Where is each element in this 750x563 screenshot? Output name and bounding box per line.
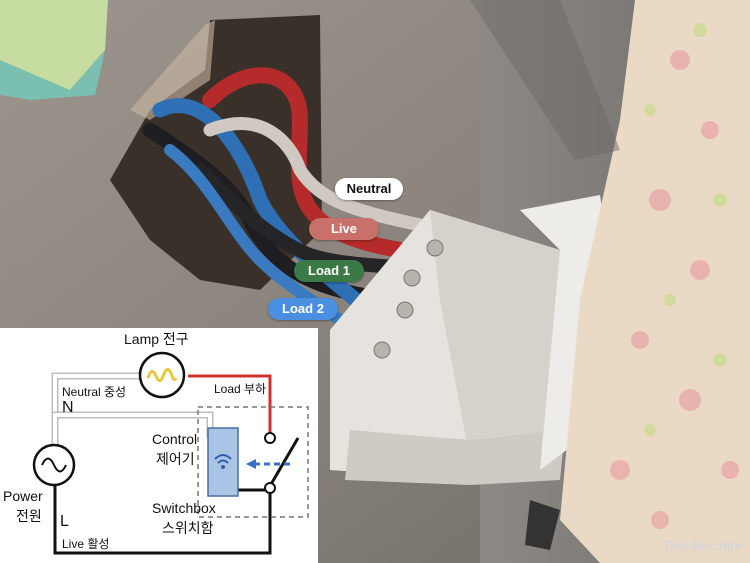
power-source-icon <box>32 443 76 487</box>
switchbox-label-en: Switchbox <box>152 500 216 516</box>
switchbox-outline <box>197 406 309 518</box>
control-label-ko: 제어기 <box>156 451 195 467</box>
power-label-ko: 전원 <box>16 508 42 524</box>
sticky-note <box>0 0 108 90</box>
wiring-diagram: Lamp 전구 Neutral 중성 N Load 부하 Control 제어기… <box>0 328 318 563</box>
load1-label: Load 1 <box>294 260 364 282</box>
lamp-icon <box>138 351 186 399</box>
load2-label: Load 2 <box>268 298 338 320</box>
lamp-label: Lamp 전구 <box>124 331 189 347</box>
live-diagram-label: Live 활성 <box>62 537 110 551</box>
neutral-label: Neutral <box>335 178 403 200</box>
diagram-lines <box>32 351 309 555</box>
load-label: Load 부하 <box>214 382 267 396</box>
l-label: L <box>60 513 69 530</box>
neutral-diagram-label: Neutral 중성 <box>62 385 127 399</box>
watermark: Tool-Box.info <box>662 539 742 553</box>
control-label-en: Control <box>152 431 198 447</box>
control-box <box>207 427 239 497</box>
switchbox-label-ko: 스위치함 <box>162 520 214 536</box>
live-label: Live <box>309 218 379 240</box>
curtain <box>560 0 750 563</box>
wifi-icon <box>214 454 232 464</box>
power-label-en: Power <box>3 488 43 504</box>
n-label: N <box>62 399 74 416</box>
